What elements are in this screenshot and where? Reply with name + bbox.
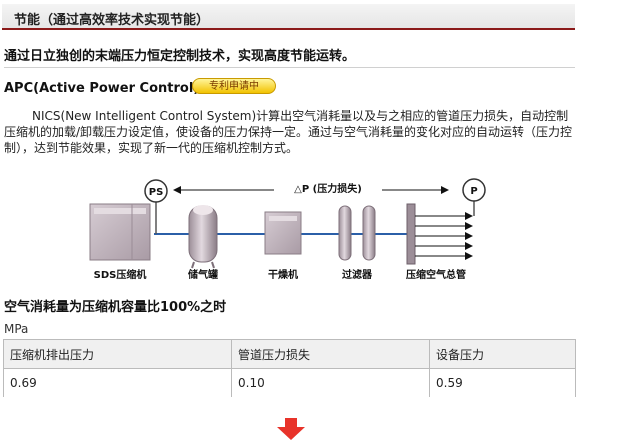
ps-gauge xyxy=(144,179,168,203)
table-row: 0.69 0.10 0.59 xyxy=(3,368,576,397)
compressor-top-panel xyxy=(94,208,146,214)
p-gauge xyxy=(462,178,486,202)
label-compressor: SDS压缩机 xyxy=(94,268,147,281)
patent-pending-badge: 专利申请中 xyxy=(192,78,276,94)
system-diagram-svg: △P (压力损失) PS P SDS压缩机 xyxy=(89,178,486,281)
divider xyxy=(4,67,575,68)
header-discharge-pressure: 压缩机排出压力 xyxy=(3,339,232,369)
ps-gauge-label: PS xyxy=(149,187,164,198)
tank-leg-left xyxy=(191,261,195,269)
section-title: 节能（通过高效率技术实现节能） xyxy=(14,13,210,28)
tank-leg-right xyxy=(211,261,215,269)
section-header: 节能（通过高效率技术实现节能） xyxy=(2,4,575,30)
value-pipe-loss: 0.10 xyxy=(231,368,430,397)
value-discharge-pressure: 0.69 xyxy=(3,368,232,397)
table-header-row: 压缩机排出压力 管道压力损失 设备压力 xyxy=(3,339,576,369)
label-dryer: 干燥机 xyxy=(268,268,298,281)
filter-shape-2 xyxy=(362,205,376,261)
label-filter: 过滤器 xyxy=(342,268,373,281)
label-header-pipe: 压缩空气总管 xyxy=(406,268,466,281)
pressure-table: 压缩机排出压力 管道压力损失 设备压力 0.69 0.10 0.59 xyxy=(3,339,576,397)
apc-title: APC(Active Power Control) xyxy=(4,81,200,96)
unit-label: MPa xyxy=(4,322,29,336)
intro-text: 通过日立独创的末端压力恒定控制技术，实现高度节能运转。 xyxy=(4,49,356,64)
header-pipe-loss: 管道压力损失 xyxy=(231,339,430,369)
down-arrow-icon xyxy=(276,418,306,440)
value-equipment-pressure: 0.59 xyxy=(429,368,576,397)
system-diagram: △P (压力损失) PS P SDS压缩机 xyxy=(78,172,508,284)
p-gauge-label: P xyxy=(470,186,477,197)
apc-description: NICS(New Intelligent Control System)计算出空… xyxy=(4,109,573,155)
header-pipe-shape xyxy=(406,203,416,265)
delta-p-label: △P (压力损失) xyxy=(294,182,362,195)
filter-shape-1 xyxy=(338,205,352,261)
ratio-title: 空气消耗量为压缩机容量比100%之时 xyxy=(4,300,227,315)
label-receiver-tank: 储气罐 xyxy=(187,268,218,281)
header-equipment-pressure: 设备压力 xyxy=(429,339,576,369)
delta-p-label-bg xyxy=(274,181,382,195)
receiver-tank-cap xyxy=(193,205,213,215)
dryer-top-panel xyxy=(269,216,297,221)
